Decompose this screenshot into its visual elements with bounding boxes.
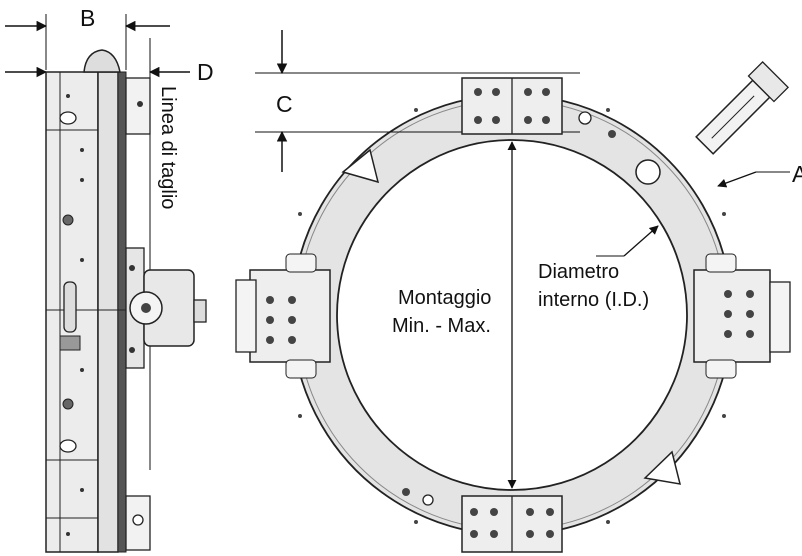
label-linea-di-taglio: Linea di taglio (157, 86, 179, 209)
label-d: D (197, 59, 214, 85)
label-montaggio-line1: Montaggio (398, 287, 491, 309)
label-a: A (792, 161, 802, 187)
side-view: B D (5, 5, 214, 553)
label-diametro-line1: Diametro (538, 261, 619, 283)
label-b: B (80, 5, 95, 31)
label-c: C (276, 91, 293, 117)
label-diametro-line2: interno (I.D.) (538, 289, 649, 311)
label-montaggio-line2: Min. - Max. (392, 315, 491, 337)
ring-view: C (235, 30, 802, 553)
